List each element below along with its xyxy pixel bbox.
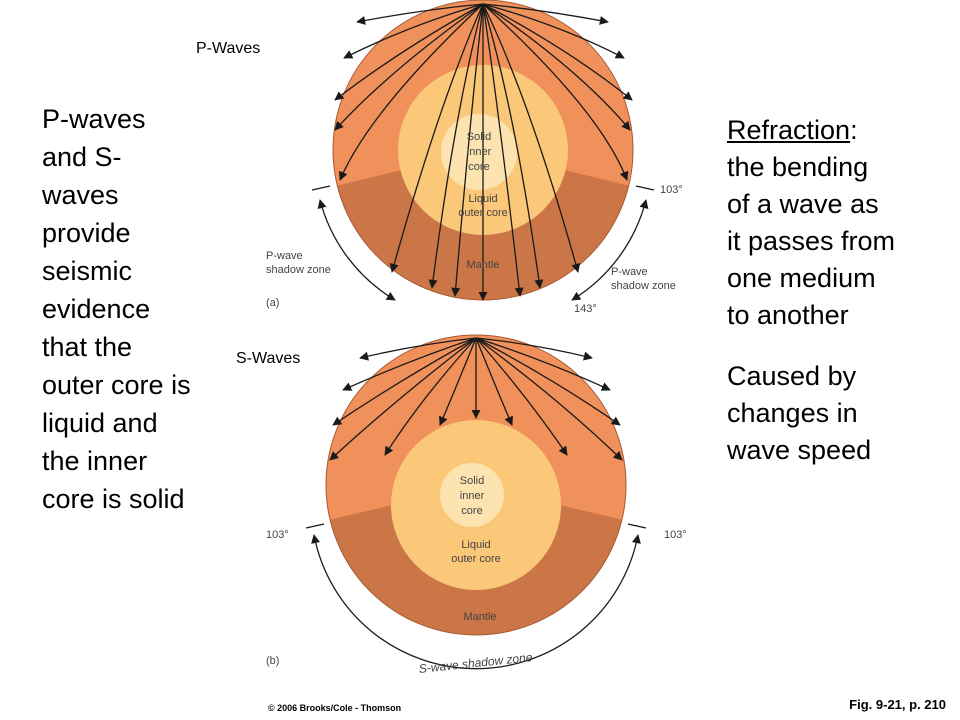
- inner-core-label-3: core: [461, 505, 482, 517]
- ray: [359, 337, 477, 361]
- ray: [428, 3, 484, 289]
- left-line: and S-: [42, 142, 122, 172]
- ray: [475, 337, 568, 456]
- left-line: evidence: [42, 294, 151, 324]
- ray: [329, 337, 477, 461]
- definition-line: it passes from: [727, 226, 896, 256]
- ray: [475, 337, 621, 426]
- panel-b-label: (b): [266, 655, 279, 667]
- inner-core-label-1: Solid: [460, 475, 484, 487]
- tick: [627, 523, 647, 529]
- s-shadow-label: S-wave shadow zone: [418, 650, 533, 676]
- s-shadow-arc: [311, 534, 641, 670]
- definition-line: one medium: [727, 263, 876, 293]
- ray: [482, 3, 524, 297]
- ray: [384, 337, 477, 456]
- ray: [332, 337, 477, 426]
- left-line: outer core is: [42, 370, 191, 400]
- left-line: liquid and: [42, 408, 158, 438]
- left-line: that the: [42, 332, 133, 362]
- right-shadow-arc: [571, 199, 649, 301]
- s-wave-rays: [329, 337, 623, 461]
- ray: [342, 337, 477, 391]
- ray: [482, 3, 625, 59]
- cause-line: changes in: [727, 398, 858, 428]
- panel-a-label: (a): [266, 297, 279, 309]
- copyright-text: © 2006 Brooks/Cole - Thomson: [268, 703, 402, 713]
- ray: [482, 3, 629, 181]
- s-shadow-arc-group: [305, 523, 647, 670]
- mantle-label: Mantle: [466, 259, 499, 271]
- cause-line: wave speed: [727, 435, 872, 465]
- inner-core-label-2: inner: [460, 490, 485, 502]
- definition-line: to another: [727, 300, 849, 330]
- outer-core-label-2: outer core: [458, 207, 508, 219]
- ray: [475, 337, 623, 461]
- p-wave-diagram: Solid inner core Liquid outer core Mantl…: [266, 0, 683, 315]
- left-line: core is solid: [42, 484, 185, 514]
- ray: [482, 3, 609, 25]
- inner-core-label-2: inner: [467, 146, 492, 158]
- outer-core-label-1: Liquid: [468, 193, 497, 205]
- s-waves-title: S-Waves: [236, 350, 301, 367]
- p-waves-title: P-Waves: [196, 40, 261, 57]
- left-shadow-arc: [317, 199, 396, 301]
- right-explanation: Refraction: the bending of a wave as it …: [727, 112, 947, 469]
- tick: [305, 523, 325, 529]
- outer-core-label-1: Liquid: [461, 539, 490, 551]
- outer-core-label-2: outer core: [451, 553, 501, 565]
- ray: [339, 3, 484, 181]
- cause-line: Caused by: [727, 361, 857, 391]
- ray: [334, 3, 484, 131]
- ray: [475, 337, 611, 391]
- refraction-colon: :: [850, 115, 858, 145]
- right-shadow-label-2: shadow zone: [611, 280, 676, 292]
- inner-core: [441, 114, 517, 190]
- angle-143-label: 143°: [574, 303, 597, 315]
- earth-outline: [325, 334, 627, 636]
- left-shadow-label-2: shadow zone: [266, 264, 331, 276]
- p-wave-rays: [334, 3, 633, 301]
- ray: [343, 3, 484, 59]
- right-shadow-label-1: P-wave: [611, 266, 648, 278]
- inner-core-label-3: core: [468, 161, 489, 173]
- s-wave-diagram: Solid inner core Liquid outer core Mantl…: [266, 334, 687, 676]
- tick: [635, 185, 655, 191]
- left-line: P-waves: [42, 104, 146, 134]
- left-line: seismic: [42, 256, 133, 286]
- left-line: the inner: [42, 446, 148, 476]
- p-shadow-arcs: [311, 185, 655, 301]
- ray: [482, 3, 631, 131]
- angle-103-label: 103°: [660, 184, 683, 196]
- ray: [439, 337, 477, 426]
- ray: [475, 337, 593, 361]
- figure-caption: Fig. 9-21, p. 210: [849, 697, 946, 712]
- inner-core-label-1: Solid: [467, 131, 491, 143]
- refraction-heading-line: Refraction:: [727, 112, 947, 149]
- mantle-label: Mantle: [463, 611, 496, 623]
- tick: [311, 185, 331, 191]
- definition-line: of a wave as: [727, 189, 879, 219]
- left-explanation: P-waves and S- waves provide seismic evi…: [42, 100, 232, 518]
- ray: [482, 3, 581, 273]
- angle-left-label: 103°: [266, 529, 289, 541]
- ray: [389, 3, 484, 273]
- angle-right-label: 103°: [664, 529, 687, 541]
- left-shadow-label-1: P-wave: [266, 250, 303, 262]
- ray: [356, 3, 484, 25]
- left-line: provide: [42, 218, 131, 248]
- ray: [482, 3, 544, 289]
- left-line: waves: [42, 180, 119, 210]
- ray: [475, 337, 513, 426]
- definition-line: the bending: [727, 152, 869, 182]
- refraction-heading: Refraction: [727, 115, 851, 145]
- ray: [334, 3, 484, 101]
- inner-core: [440, 463, 504, 527]
- ray: [482, 3, 633, 101]
- ray: [451, 3, 484, 297]
